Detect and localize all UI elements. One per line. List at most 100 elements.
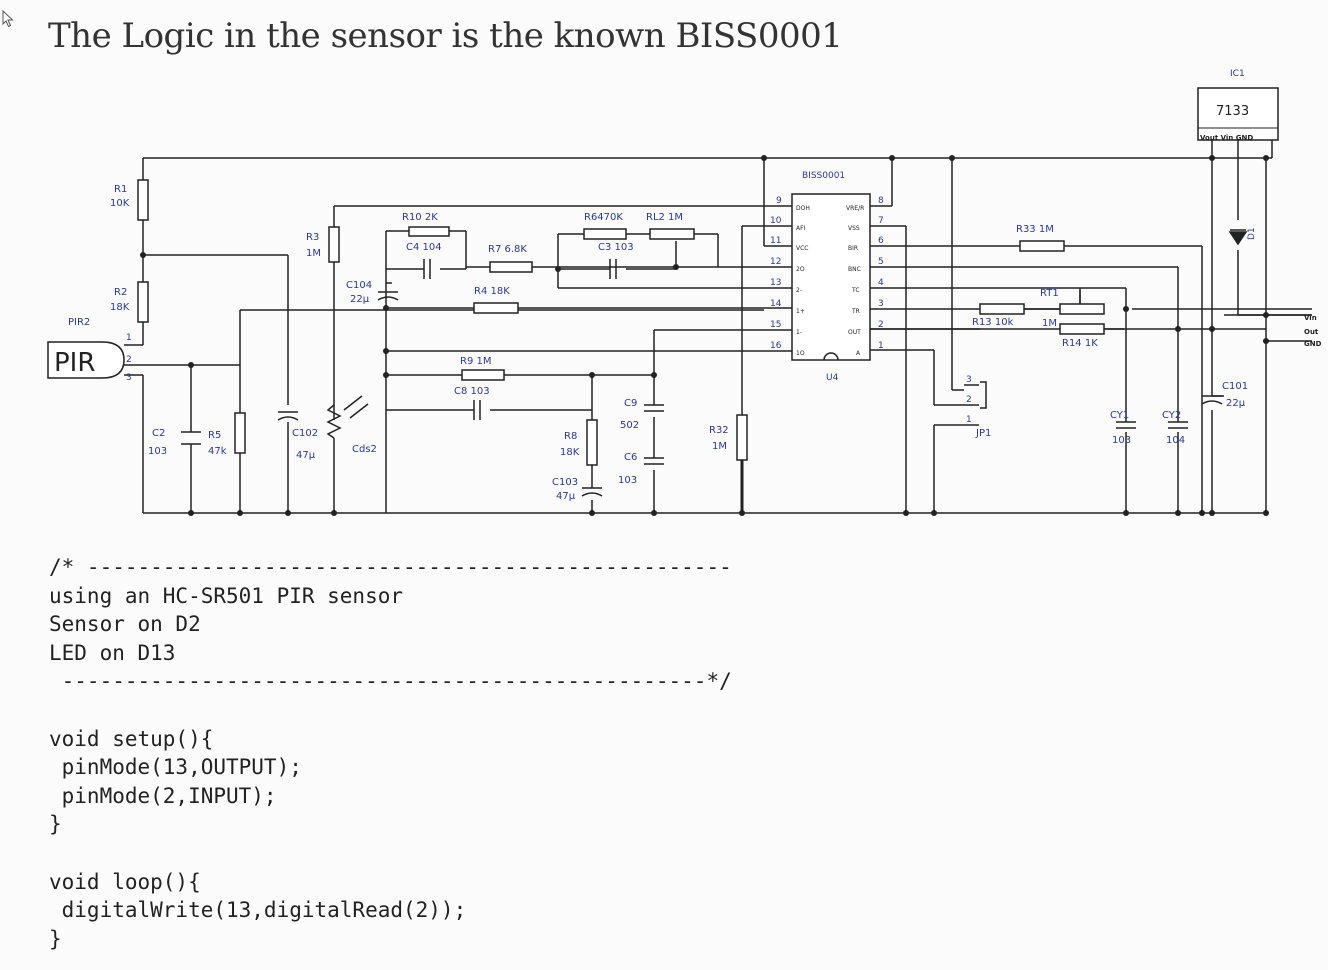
pin-num-r7: 1 [878, 341, 884, 351]
jp-pin-3: 3 [966, 375, 972, 385]
label-r13: R13 10k [972, 317, 1014, 328]
label-c9-val: 502 [620, 420, 639, 431]
label-r1: R1 [114, 184, 127, 195]
label-ic1: IC1 [1230, 69, 1245, 79]
label-d1: D1 [1247, 227, 1257, 240]
pin-name-r4: TC [851, 287, 860, 294]
jumper-jp1 [964, 381, 987, 426]
resistors [137, 179, 1105, 466]
black-labels: 7133 Vout Vin GND PIR Vin Out GND [54, 104, 1322, 378]
capacitors [181, 259, 1223, 497]
jp-pin-1: 1 [966, 415, 972, 425]
label-out: Out [1304, 328, 1319, 336]
label-c104: C104 [346, 280, 372, 291]
label-r4: R4 18K [474, 286, 510, 297]
label-ic1-pins: Vout Vin GND [1200, 134, 1253, 142]
mouse-cursor-icon [2, 10, 14, 28]
label-r5: R5 [208, 430, 221, 441]
pin-name-r5: TR [851, 308, 860, 315]
label-rt1: RT1 [1040, 288, 1059, 299]
label-c104-val: 22μ [350, 294, 370, 305]
code-line: digitalWrite(13,digitalRead(2)); [49, 898, 467, 923]
pin-name-l4: 2- [796, 287, 802, 294]
label-r33: R33 1M [1016, 224, 1054, 235]
label-cy1-val: 103 [1112, 435, 1131, 446]
label-r2: R2 [114, 287, 127, 298]
label-u4: U4 [826, 373, 839, 383]
component-labels: R1 10K R2 18K PIR2 R3 1M R10 2K C4 104 R… [68, 69, 1257, 502]
pin-num-l2: 11 [770, 236, 781, 246]
diode-d1 [1228, 229, 1248, 246]
code-line: pinMode(2,INPUT); [49, 783, 277, 808]
pin-num-r6: 2 [878, 320, 884, 330]
label-r6: R6470K [584, 212, 623, 223]
pin-num-l4: 13 [770, 278, 781, 288]
ic-pin-numbers: 9 10 11 12 13 14 15 16 8 7 6 5 4 3 2 1 1… [126, 196, 972, 425]
label-r5-val: 47k [208, 446, 227, 457]
pin-name-l2: VCC [796, 245, 808, 252]
label-r10: R10 2K [402, 212, 438, 223]
pin-name-l1: AFI [796, 225, 806, 232]
label-7133: 7133 [1216, 104, 1249, 119]
label-r8-val: 18K [560, 447, 580, 458]
pin-name-r0: VRE/R [846, 205, 864, 212]
page-title: The Logic in the sensor is the known BIS… [48, 16, 843, 56]
label-c6-val: 103 [618, 475, 637, 486]
label-c101: C101 [1222, 381, 1248, 392]
label-pir: PIR [54, 348, 95, 378]
label-r1-val: 10K [110, 198, 130, 209]
code-line: /* -------------------------------------… [49, 555, 732, 579]
label-r9: R9 1M [460, 356, 491, 367]
cds-ldr-symbol [326, 395, 369, 439]
label-c102: C102 [292, 428, 318, 439]
code-block: /* -------------------------------------… [49, 553, 732, 953]
label-jp1: JP1 [975, 428, 991, 439]
pir-sensor-symbol [47, 341, 125, 379]
pin-name-l5: 1+ [796, 308, 805, 315]
label-c3: C3 103 [598, 242, 634, 253]
label-r14: R14 1K [1062, 338, 1098, 349]
pin-num-l0: 9 [776, 196, 782, 206]
pin-name-r6: OUT [848, 329, 861, 336]
label-c102-val: 47μ [296, 450, 316, 461]
code-line: void loop(){ [49, 869, 201, 894]
label-cy2: CY2 [1162, 410, 1181, 421]
circuit-schematic: R1 10K R2 18K PIR2 R3 1M R10 2K C4 104 R… [47, 69, 1322, 516]
label-c6: C6 [624, 452, 637, 463]
pin-name-r3: BNC [848, 266, 861, 273]
ic-pin-names: DOH AFI VCC 2O 2- 1+ 1- 1O VRE/R VSS BIR… [796, 205, 864, 357]
pir-pin-3: 3 [126, 373, 132, 383]
code-line: using an HC-SR501 PIR sensor [49, 583, 404, 608]
pin-num-r5: 3 [878, 299, 884, 309]
pin-name-r1: VSS [848, 225, 860, 232]
label-vin: Vin [1304, 314, 1317, 322]
label-c2-val: 103 [148, 446, 167, 457]
label-gnd: GND [1304, 340, 1322, 348]
pin-num-l7: 16 [770, 341, 782, 351]
label-c8: C8 103 [454, 386, 490, 397]
pir-pin-2: 2 [126, 355, 132, 365]
label-pir-ref: PIR2 [68, 317, 90, 328]
code-line: } [49, 812, 62, 837]
label-c4: C4 104 [406, 242, 442, 253]
label-r3: R3 [306, 232, 319, 243]
label-biss0001: BISS0001 [802, 171, 845, 181]
jp-pin-2: 2 [966, 395, 972, 405]
pin-num-l6: 15 [770, 320, 781, 330]
pir-pin-1: 1 [126, 333, 132, 343]
pin-name-r7: A [856, 350, 861, 357]
pin-num-l3: 12 [770, 257, 781, 267]
pin-num-r4: 4 [878, 278, 884, 288]
code-line: } [49, 926, 62, 951]
pin-name-l6: 1- [796, 329, 802, 336]
code-line: void setup(){ [49, 726, 214, 751]
label-r32: R32 [709, 425, 729, 436]
pin-num-r2: 6 [878, 236, 884, 246]
label-r8: R8 [564, 431, 577, 442]
pin-name-r2: BIR [848, 245, 858, 252]
code-line: LED on D13 [49, 640, 176, 665]
code-line: ----------------------------------------… [49, 669, 732, 694]
label-c9: C9 [624, 398, 637, 409]
ic-biss0001 [791, 193, 871, 361]
